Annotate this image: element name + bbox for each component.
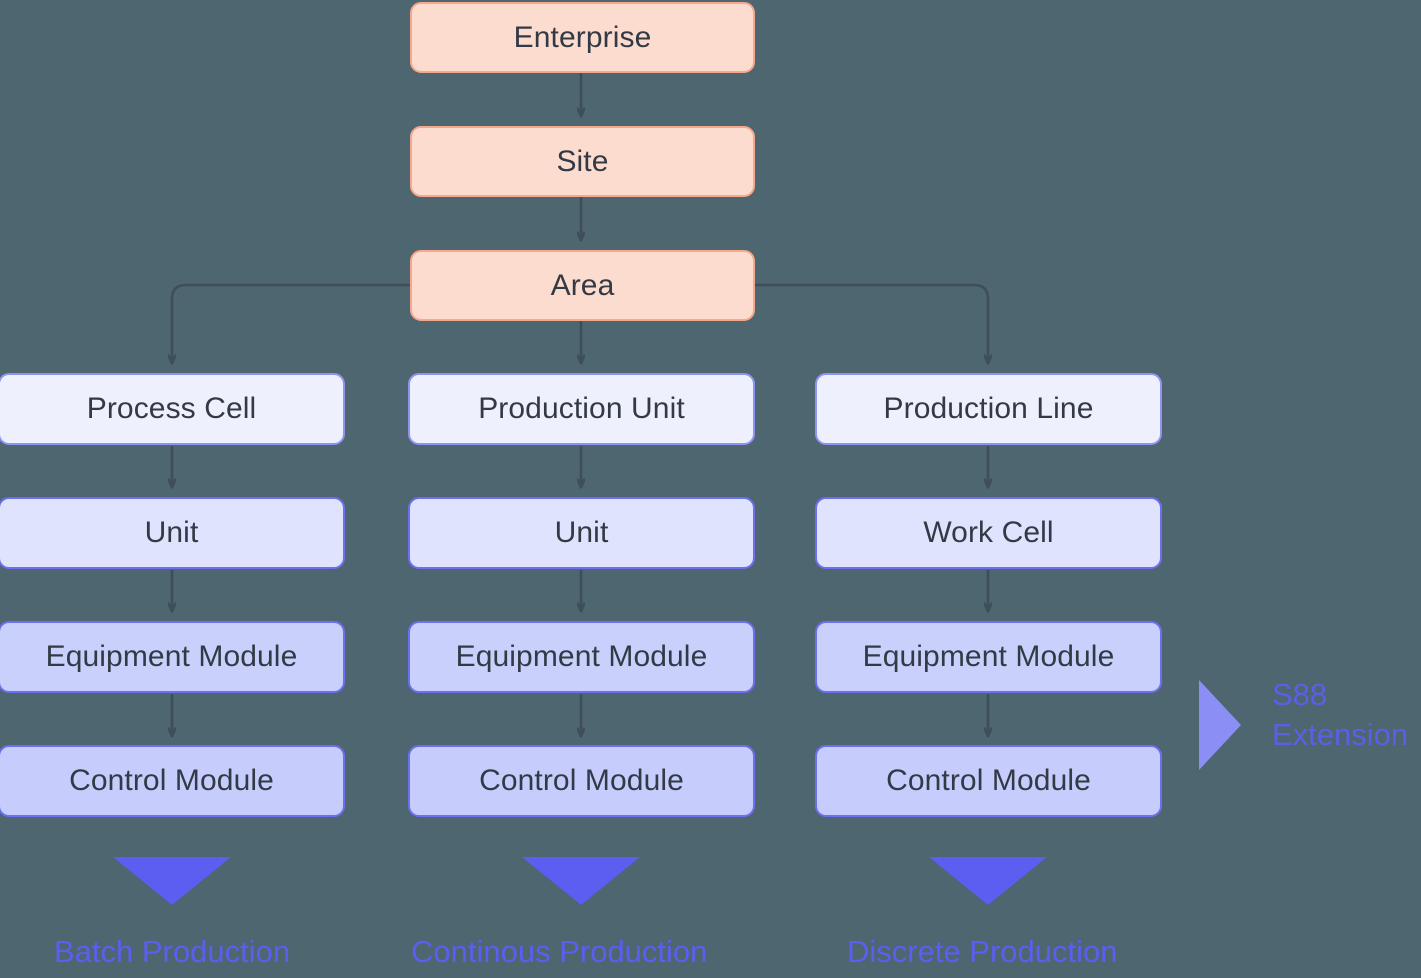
node-control-module-batch[interactable]: Control Module: [0, 745, 345, 817]
node-equipment-module-batch[interactable]: Equipment Module: [0, 621, 345, 693]
node-production-unit[interactable]: Production Unit: [408, 373, 755, 445]
node-production-line[interactable]: Production Line: [815, 373, 1162, 445]
node-site-label: Site: [556, 144, 609, 178]
s88-extension-line2: Extension: [1272, 716, 1409, 752]
edge-area-production-line: [753, 283, 988, 363]
s88-extension-line1: S88: [1272, 677, 1328, 712]
outcome-arrow-discrete-icon: [929, 857, 1047, 905]
outcome-arrow-batch-icon: [113, 857, 231, 905]
node-unit-batch-label: Unit: [144, 516, 199, 549]
node-control-module-batch-label: Control Module: [69, 764, 274, 797]
node-enterprise[interactable]: Enterprise: [410, 2, 755, 73]
node-unit-continuous-label: Unit: [554, 516, 609, 549]
node-equipment-module-batch-label: Equipment Module: [45, 640, 298, 673]
edge-area-process-cell: [172, 283, 411, 363]
s88-extension-arrow-icon: [1199, 680, 1241, 770]
outcome-arrow-continuous-icon: [522, 857, 640, 905]
outcome-label-batch: Batch Production: [54, 934, 291, 969]
node-equipment-module-discrete[interactable]: Equipment Module: [815, 621, 1162, 693]
node-work-cell-label: Work Cell: [923, 516, 1054, 549]
outcome-label-discrete: Discrete Production: [847, 934, 1118, 969]
node-unit-continuous[interactable]: Unit: [408, 497, 755, 569]
node-process-cell-label: Process Cell: [86, 392, 257, 425]
node-enterprise-label: Enterprise: [513, 20, 652, 54]
node-control-module-continuous[interactable]: Control Module: [408, 745, 755, 817]
node-work-cell[interactable]: Work Cell: [815, 497, 1162, 569]
outcome-label-continuous: Continous Production: [411, 934, 708, 969]
node-control-module-discrete-label: Control Module: [886, 764, 1091, 797]
node-production-unit-label: Production Unit: [478, 392, 685, 425]
node-equipment-module-continuous-label: Equipment Module: [455, 640, 708, 673]
node-unit-batch[interactable]: Unit: [0, 497, 345, 569]
node-control-module-discrete[interactable]: Control Module: [815, 745, 1162, 817]
node-equipment-module-continuous[interactable]: Equipment Module: [408, 621, 755, 693]
s88-extension-label: S88 Extension: [1272, 675, 1408, 754]
node-area[interactable]: Area: [410, 250, 755, 321]
node-production-line-label: Production Line: [883, 392, 1094, 425]
node-control-module-continuous-label: Control Module: [479, 764, 684, 797]
node-site[interactable]: Site: [410, 126, 755, 197]
node-area-label: Area: [550, 268, 615, 302]
node-process-cell[interactable]: Process Cell: [0, 373, 345, 445]
node-equipment-module-discrete-label: Equipment Module: [862, 640, 1115, 673]
